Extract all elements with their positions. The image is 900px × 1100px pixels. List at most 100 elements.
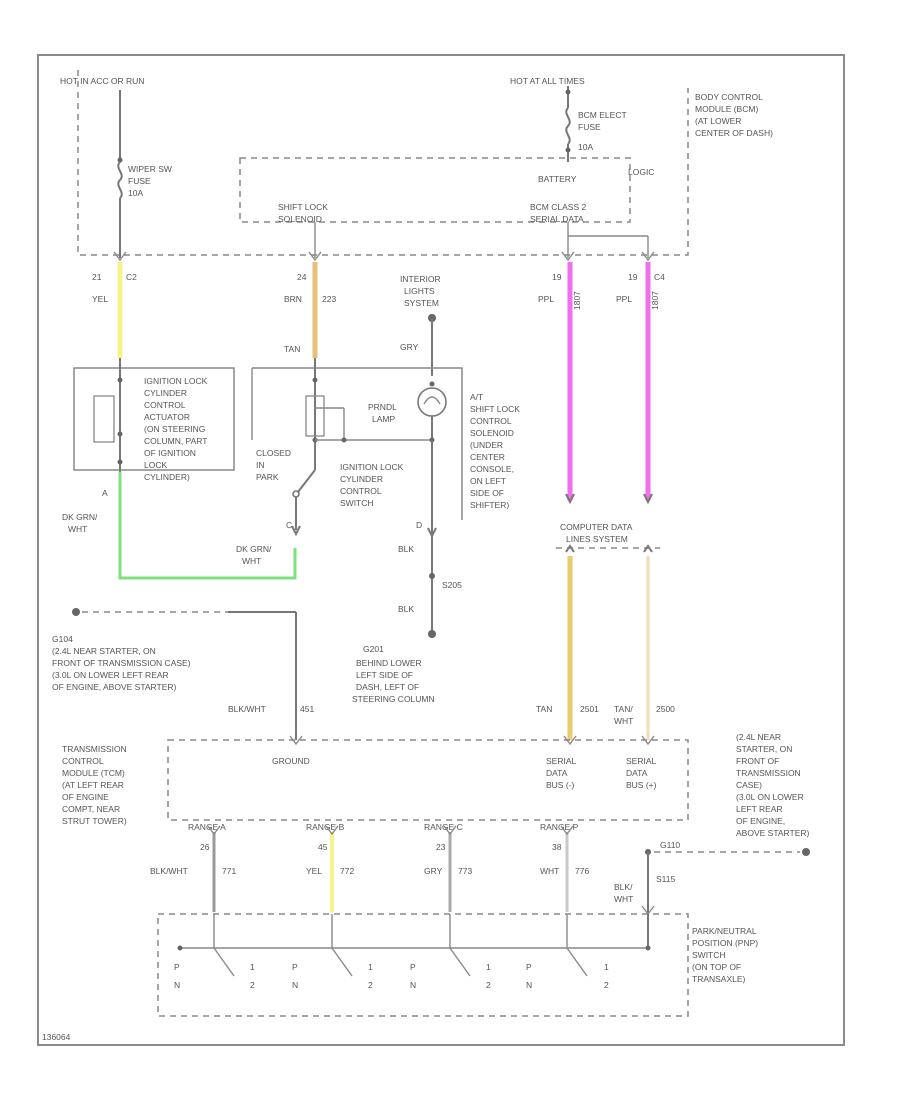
tcm-input-label-3: RANGE C [424, 822, 463, 832]
connector-icon [207, 825, 574, 836]
tcm-input-num-1: 771 [222, 866, 236, 876]
right-ground-7: LEFT REAR [736, 804, 783, 814]
actuator-3: CONTROL [144, 400, 186, 410]
wire-blkwht-num: 451 [300, 704, 314, 714]
serial-hi-1: SERIAL [626, 756, 657, 766]
ground-desc-1: (2.4L NEAR STARTER, ON [52, 646, 156, 656]
interior-lights-3: SYSTEM [404, 298, 439, 308]
wire-tan-label: TAN [536, 704, 552, 714]
bcm-fuse-label-2: FUSE [578, 122, 601, 132]
shift-lock-box [252, 367, 463, 520]
connector-icon [565, 544, 575, 553]
tcm-input-label-4: RANGE P [540, 822, 579, 832]
connector-icon [641, 735, 655, 746]
serial-lo-2: DATA [546, 768, 568, 778]
tcm-label-4: (AT LEFT REAR [62, 780, 124, 790]
bcm-label-4: CENTER OF DASH) [695, 128, 773, 138]
bcm-fuse-label-3: 10A [578, 142, 593, 152]
pin-c4: C4 [654, 272, 665, 282]
pnp-p-3: P [410, 962, 416, 972]
pnp-label-5: TRANSAXLE) [692, 974, 746, 984]
switch-icon [213, 914, 588, 977]
pin-19-c4: 19 [628, 272, 638, 282]
tan-label: TAN [284, 344, 300, 354]
pnp-n-4: N [526, 980, 532, 990]
wire-blkwht-right-2: WHT [614, 894, 633, 904]
tcm-outline [167, 739, 689, 821]
pnp-label-1: PARK/NEUTRAL [692, 926, 757, 936]
closed-park-3: PARK [256, 472, 279, 482]
tcm-input-color-4: WHT [540, 866, 559, 876]
right-ground-2: STARTER, ON [736, 744, 792, 754]
right-ground-4: TRANSMISSION [736, 768, 801, 778]
ground-ref: G104 [52, 634, 73, 644]
connector-icon [289, 735, 303, 746]
connector-icon [113, 251, 655, 262]
footer-code: 136064 [42, 1032, 71, 1042]
solenoid-coil-icon [305, 395, 325, 437]
tcm-input-pin-4: 38 [552, 842, 562, 852]
pnp-1-2: 1 [368, 962, 373, 972]
actuator-5: (ON STEERING [144, 424, 205, 434]
ground-icon [428, 630, 436, 638]
pin-a-label: A [102, 488, 108, 498]
tcm-input-num-2: 772 [340, 866, 354, 876]
ground-g201: G201 [363, 644, 384, 654]
tcm-input-color-2: YEL [306, 866, 322, 876]
lamp-icon [417, 387, 447, 417]
right-ground-3: FRONT OF [736, 756, 779, 766]
ign-switch-4: SWITCH [340, 498, 374, 508]
tcm-label-6: COMPT, NEAR [62, 804, 120, 814]
wire-tan-num: 2501 [580, 704, 599, 714]
bcm-outline [77, 70, 689, 256]
prndl-1: PRNDL [368, 402, 397, 412]
wire-ppl-1-label: PPL [538, 294, 554, 304]
actuator-2: CYLINDER [144, 388, 187, 398]
wiper-fuse-label-1: WIPER SW [128, 164, 172, 174]
g201-desc-4: STEERING COLUMN [352, 694, 435, 704]
shift-sol-10: SHIFTER) [470, 500, 509, 510]
solenoid-coil-icon [93, 395, 115, 443]
right-ground-9: ABOVE STARTER) [736, 828, 810, 838]
ign-switch-2: CYLINDER [340, 474, 383, 484]
wire-ppl-1-num: 1807 [572, 291, 582, 310]
actuator-4: ACTUATOR [144, 412, 190, 422]
actuator-6: COLUMN, PART [144, 436, 207, 446]
fuse-icon [117, 161, 123, 199]
pnp-1-3: 1 [486, 962, 491, 972]
wire-gry-label: GRY [400, 342, 419, 352]
pnp-1-1: 1 [250, 962, 255, 972]
shift-sol-7: CONSOLE, [470, 464, 514, 474]
connector-icon [643, 544, 653, 553]
tcm-label-1: TRANSMISSION [62, 744, 127, 754]
computer-data-2: LINES SYSTEM [566, 534, 628, 544]
tcm-label-7: STRUT TOWER) [62, 816, 127, 826]
tcm-input-pin-3: 23 [436, 842, 446, 852]
wire-blk-2: BLK [398, 604, 414, 614]
pnp-n-1: N [174, 980, 180, 990]
actuator-7: OF IGNITION [144, 448, 196, 458]
tcm-input-color-1: BLK/WHT [150, 866, 188, 876]
tcm-input-pin-2: 45 [318, 842, 328, 852]
actuator-box [73, 367, 235, 471]
wire-tan-wht-label-b: WHT [614, 716, 633, 726]
shift-sol-4: SOLENOID [470, 428, 514, 438]
connector-icon [565, 493, 575, 505]
shift-sol-2: SHIFT LOCK [470, 404, 520, 414]
tcm-input-label-1: RANGE A [188, 822, 226, 832]
closed-park-2: IN [256, 460, 265, 470]
right-ground-5: CASE) [736, 780, 762, 790]
ground-icon [802, 848, 810, 856]
wire-dkgrn [118, 472, 297, 580]
bcm-class2-label-1: BCM CLASS 2 [530, 202, 586, 212]
battery-label: BATTERY [538, 174, 577, 184]
tcm-input-label-2: RANGE B [306, 822, 345, 832]
wiper-fuse-label-3: 10A [128, 188, 143, 198]
closed-park-1: CLOSED [256, 448, 291, 458]
ground-desc-4: OF ENGINE, ABOVE STARTER) [52, 682, 177, 692]
wire-yel-label: YEL [92, 294, 108, 304]
tcm-input-pin-1: 26 [200, 842, 210, 852]
shift-lock-label-2: SOLENOID [278, 214, 322, 224]
label-hot-all: HOT AT ALL TIMES [510, 76, 585, 86]
interior-lights-1: INTERIOR [400, 274, 441, 284]
